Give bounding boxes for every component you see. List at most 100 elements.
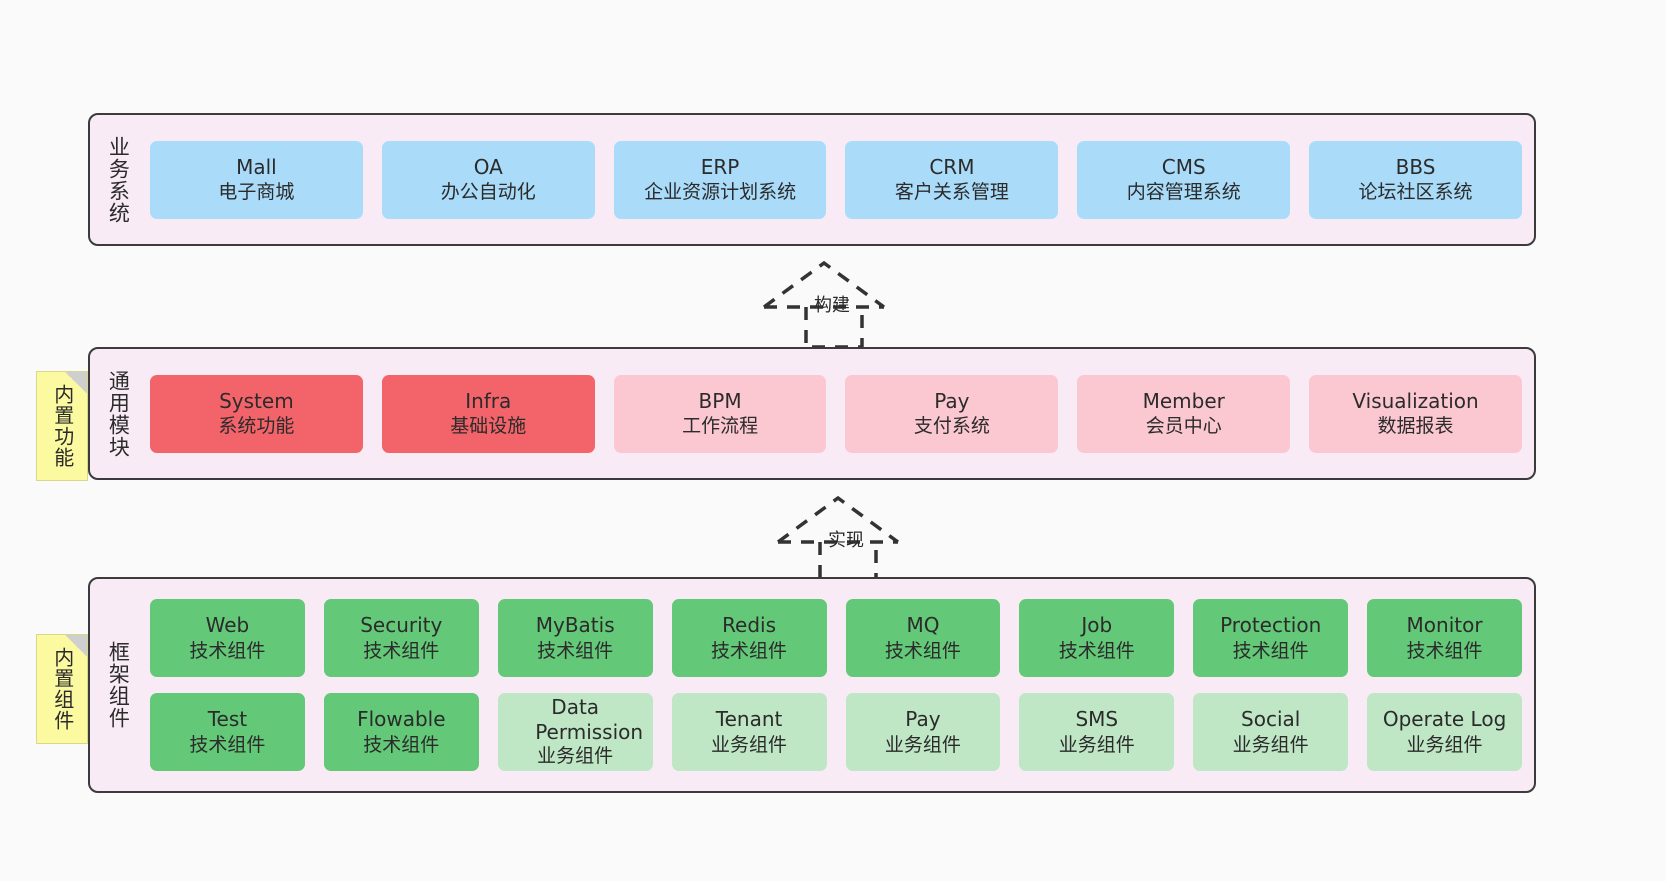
card-mq[interactable]: MQ 技术组件	[845, 599, 1001, 677]
card-title-cn: 业务组件	[537, 745, 614, 768]
connector-implement-arrow	[776, 495, 900, 584]
card-cms[interactable]: CMS 内容管理系统	[1077, 140, 1291, 219]
card-title-cn: 技术组件	[537, 639, 614, 662]
card-title-cn: 技术组件	[711, 639, 788, 662]
card-pay-component[interactable]: Pay 业务组件	[845, 693, 1001, 771]
card-title-cn: 数据报表	[1377, 415, 1454, 438]
card-redis[interactable]: Redis 技术组件	[671, 599, 827, 677]
connector-build: 构建	[752, 255, 912, 350]
card-mybatis[interactable]: MyBatis 技术组件	[497, 599, 653, 677]
card-title-cn: 技术组件	[1232, 639, 1309, 662]
card-title-en: Flowable	[357, 707, 446, 732]
card-title-cn: 企业资源计划系统	[644, 181, 797, 204]
card-oa[interactable]: OA 办公自动化	[381, 140, 595, 219]
card-title-cn: 会员中心	[1145, 415, 1222, 438]
card-title-cn: 支付系统	[913, 415, 990, 438]
card-job[interactable]: Job 技术组件	[1019, 599, 1175, 677]
note-builtin-component[interactable]: 内置组件	[36, 634, 88, 744]
card-social[interactable]: Social 业务组件	[1193, 693, 1349, 771]
connector-implement: 实现	[766, 490, 926, 585]
card-title-cn: 客户关系管理	[894, 181, 1009, 204]
card-title-en: Pay	[905, 707, 941, 732]
card-pay-module[interactable]: Pay 支付系统	[845, 374, 1059, 453]
card-title-cn: 技术组件	[189, 733, 266, 756]
card-title-en: Visualization	[1352, 388, 1479, 413]
card-title-en: Member	[1142, 388, 1225, 413]
card-title-cn: 技术组件	[1058, 639, 1135, 662]
card-row: Web 技术组件 Security 技术组件 MyBatis 技术组件 Redi…	[150, 599, 1522, 677]
layer-common-module-body: System 系统功能 Infra 基础设施 BPM 工作流程 Pay 支付系统…	[146, 349, 1534, 478]
layer-common-module-title: 通用模块	[106, 369, 131, 458]
card-erp[interactable]: ERP 企业资源计划系统	[613, 140, 827, 219]
card-title-en: Web	[205, 613, 250, 638]
note-fold-corner-icon	[65, 635, 87, 657]
card-member[interactable]: Member 会员中心	[1077, 374, 1291, 453]
card-system[interactable]: System 系统功能	[150, 374, 363, 453]
card-title-en: Mall	[236, 154, 277, 179]
card-title-cn: 业务组件	[1406, 733, 1483, 756]
layer-framework-component[interactable]: 框架组件 Web 技术组件 Security 技术组件 MyBatis 技术组件…	[88, 577, 1536, 793]
card-title-en: BBS	[1395, 154, 1436, 179]
card-row: Mall 电子商城 OA 办公自动化 ERP 企业资源计划系统 CRM 客户关系…	[150, 140, 1522, 219]
note-builtin-function[interactable]: 内置功能	[36, 371, 88, 481]
card-tenant[interactable]: Tenant 业务组件	[671, 693, 827, 771]
layer-common-module[interactable]: 通用模块 System 系统功能 Infra 基础设施 BPM 工作流程 Pay…	[88, 347, 1536, 480]
card-title-cn: 业务组件	[711, 733, 788, 756]
card-visualization[interactable]: Visualization 数据报表	[1309, 374, 1522, 453]
card-title-cn: 技术组件	[363, 733, 440, 756]
card-title-cn: 办公自动化	[440, 181, 536, 204]
card-web[interactable]: Web 技术组件	[150, 599, 305, 677]
card-title-en: BPM	[698, 388, 742, 413]
card-title-en: Data Permission	[535, 695, 644, 744]
card-title-en: SMS	[1075, 707, 1119, 732]
card-title-cn: 内容管理系统	[1126, 181, 1241, 204]
card-test[interactable]: Test 技术组件	[150, 693, 305, 771]
card-mall[interactable]: Mall 电子商城	[150, 140, 363, 219]
card-title-en: Job	[1081, 613, 1113, 638]
card-title-en: CRM	[929, 154, 975, 179]
card-bbs[interactable]: BBS 论坛社区系统	[1309, 140, 1522, 219]
card-flowable[interactable]: Flowable 技术组件	[323, 693, 479, 771]
card-title-cn: 业务组件	[1232, 733, 1309, 756]
layer-business-system-title: 业务系统	[106, 135, 131, 224]
card-title-en: Social	[1241, 707, 1301, 732]
card-operate-log[interactable]: Operate Log 业务组件	[1367, 693, 1522, 771]
card-row: System 系统功能 Infra 基础设施 BPM 工作流程 Pay 支付系统…	[150, 374, 1522, 453]
card-monitor[interactable]: Monitor 技术组件	[1367, 599, 1522, 677]
connector-build-arrow	[762, 260, 886, 349]
card-title-en: MyBatis	[535, 613, 615, 638]
card-title-cn: 业务组件	[884, 733, 961, 756]
card-title-en: Operate Log	[1382, 707, 1507, 732]
card-title-cn: 论坛社区系统	[1358, 181, 1473, 204]
card-title-en: System	[219, 388, 294, 413]
card-bpm[interactable]: BPM 工作流程	[613, 374, 827, 453]
layer-framework-component-body: Web 技术组件 Security 技术组件 MyBatis 技术组件 Redi…	[146, 579, 1534, 791]
card-title-en: CMS	[1161, 154, 1206, 179]
card-title-en: Protection	[1220, 613, 1322, 638]
card-protection[interactable]: Protection 技术组件	[1193, 599, 1349, 677]
card-title-en: ERP	[700, 154, 740, 179]
card-sms[interactable]: SMS 业务组件	[1019, 693, 1175, 771]
card-title-en: Redis	[722, 613, 777, 638]
card-infra[interactable]: Infra 基础设施	[381, 374, 595, 453]
card-title-en: Infra	[465, 388, 512, 413]
card-title-cn: 基础设施	[450, 415, 527, 438]
note-text: 内置组件	[50, 647, 75, 731]
connector-implement-label: 实现	[828, 530, 864, 551]
card-title-cn: 电子商城	[218, 181, 295, 204]
layer-framework-component-title: 框架组件	[106, 641, 131, 729]
card-title-cn: 技术组件	[189, 639, 266, 662]
card-title-cn: 技术组件	[884, 639, 961, 662]
card-title-en: Pay	[934, 388, 970, 413]
note-fold-corner-icon	[65, 372, 87, 394]
layer-business-system[interactable]: 业务系统 Mall 电子商城 OA 办公自动化 ERP 企业资源计划系统 CRM…	[88, 113, 1536, 246]
card-title-en: Test	[207, 707, 248, 732]
card-security[interactable]: Security 技术组件	[323, 599, 479, 677]
card-title-cn: 工作流程	[682, 415, 759, 438]
note-text: 内置功能	[50, 384, 75, 468]
connector-build-label: 构建	[814, 295, 850, 316]
card-title-en: MQ	[906, 613, 940, 638]
card-data-permission[interactable]: Data Permission 业务组件	[497, 693, 653, 771]
card-crm[interactable]: CRM 客户关系管理	[845, 140, 1059, 219]
